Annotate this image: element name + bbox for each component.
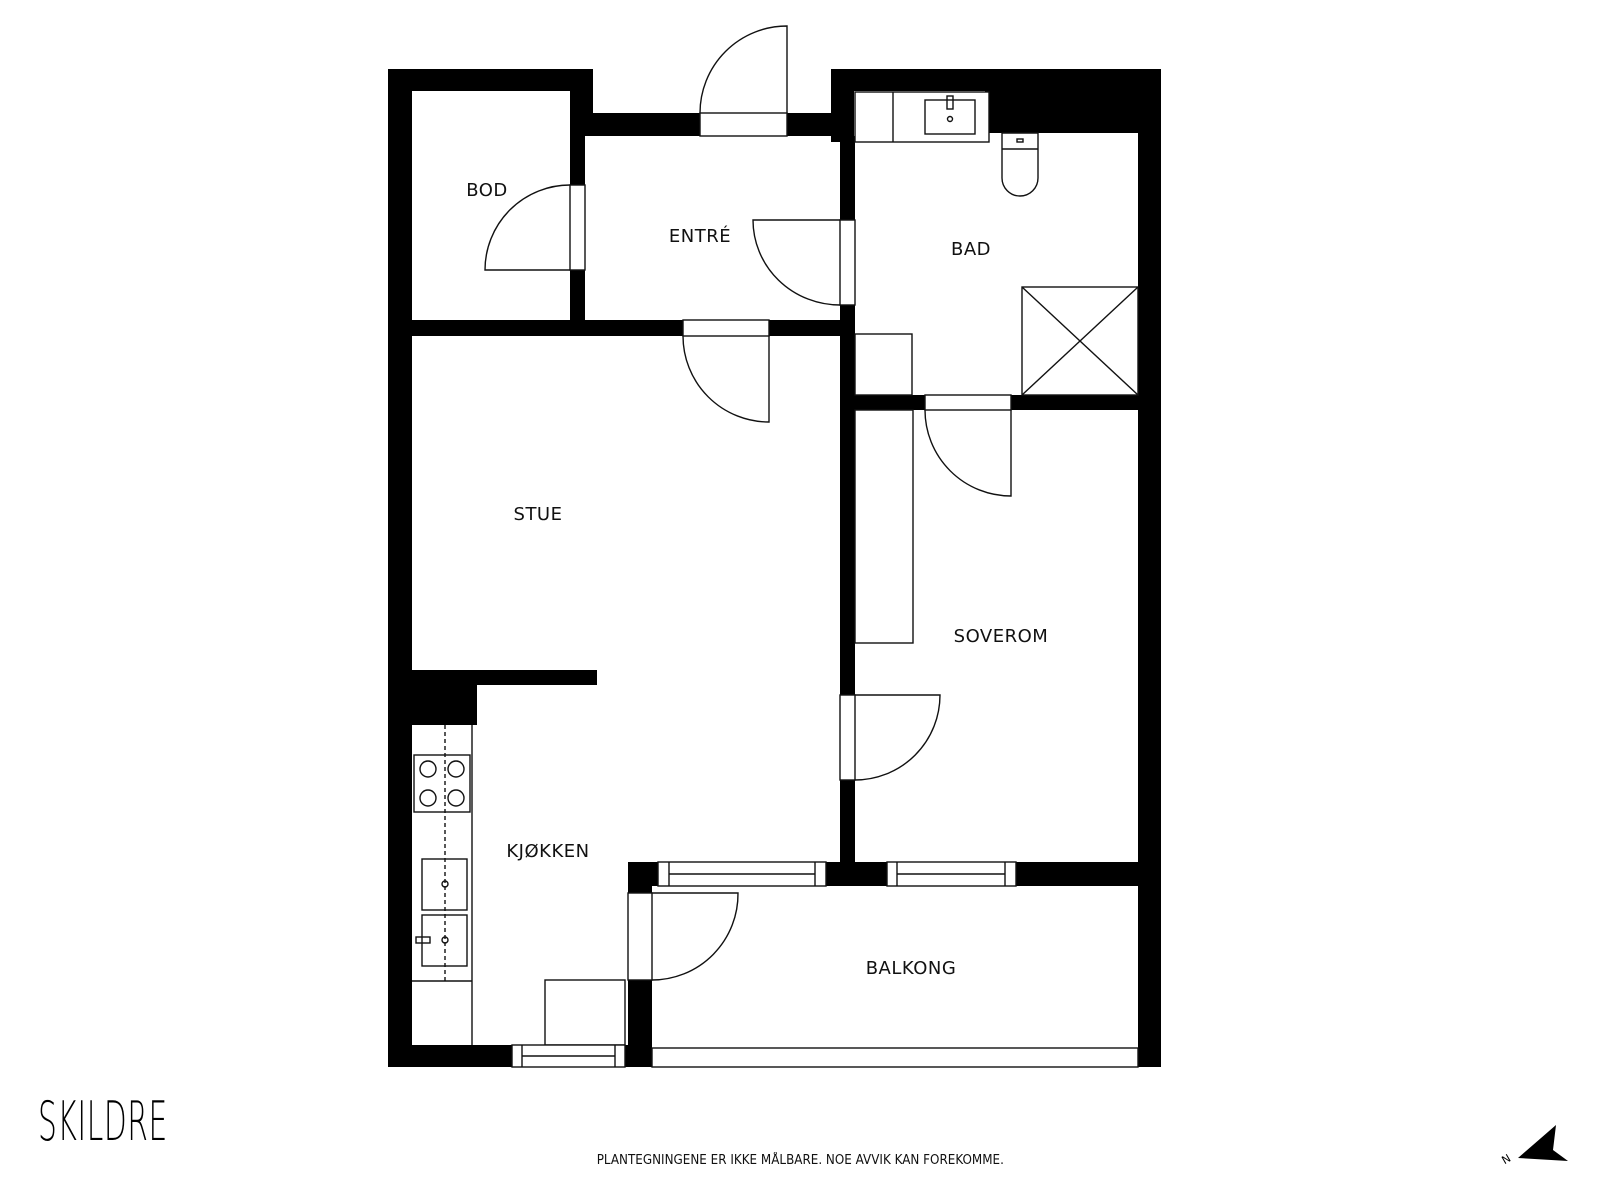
room-label-stue: STUE bbox=[514, 504, 563, 525]
bad-door-swing bbox=[752, 219, 841, 306]
walls bbox=[388, 69, 1161, 1067]
compass-label: N bbox=[1500, 1152, 1513, 1165]
room-label-balkong: BALKONG bbox=[866, 958, 957, 979]
sink bbox=[421, 858, 468, 911]
room-label-bad: BAD bbox=[951, 239, 991, 260]
balkong-door-swing bbox=[651, 892, 739, 981]
brand-logo: SKILDRE bbox=[38, 1090, 168, 1153]
room-label-bod: BOD bbox=[466, 180, 508, 201]
stove bbox=[413, 754, 471, 813]
disclaimer-text: PLANTEGNINGENE ER IKKE MÅLBARE. NOE AVVI… bbox=[596, 1153, 1004, 1168]
fridge bbox=[544, 979, 626, 1046]
shower bbox=[1021, 286, 1139, 396]
room-label-entre: ENTRÉ bbox=[669, 225, 731, 247]
stue-door-swing bbox=[682, 335, 770, 423]
room-label-kjokken: KJØKKEN bbox=[506, 841, 589, 862]
toilet bbox=[1001, 132, 1039, 197]
disclaimer: PLANTEGNINGENE ER IKKE MÅLBARE. NOE AVVI… bbox=[0, 1153, 1600, 1168]
room-labels: BOD ENTRÉ BAD STUE SOVEROM KJØKKEN BALKO… bbox=[466, 180, 1048, 979]
entry-door-swing bbox=[699, 25, 788, 114]
soverom-door-swing bbox=[924, 409, 1012, 497]
fixtures bbox=[412, 25, 1139, 1068]
bod-door-swing bbox=[484, 184, 571, 271]
room-label-soverom: SOVEROM bbox=[954, 626, 1049, 647]
stue-soverom-door-swing bbox=[854, 694, 941, 781]
north-arrow-icon: N bbox=[1500, 1125, 1568, 1165]
